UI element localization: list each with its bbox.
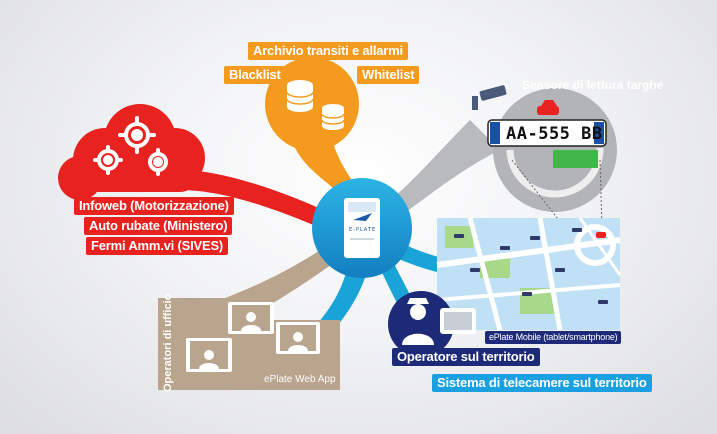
- map-car-icon: [596, 232, 606, 238]
- blacklist-label: Blacklist: [224, 66, 286, 84]
- branch-red: [180, 170, 335, 232]
- cameras-label: Sistema di telecamere sul territorio: [432, 374, 652, 392]
- web-app-label: ePlate Web App: [264, 374, 336, 385]
- branch-gray: [385, 120, 500, 220]
- license-plate: [487, 119, 607, 147]
- red-cloud: [58, 104, 205, 200]
- office-vertical-label: Operatori di ufficio: [162, 293, 174, 392]
- hub-brand-label: E-PLATE: [349, 227, 377, 233]
- mobile-label: ePlate Mobile (tablet/smartphone): [485, 331, 622, 344]
- branch-tan: [220, 240, 345, 310]
- red-item-1: Infoweb (Motorizzazione): [74, 197, 234, 215]
- sensor-title: Sensore di lettura targhe: [522, 78, 664, 92]
- office-screens-icon: [186, 302, 320, 372]
- eplate-device: [344, 198, 380, 258]
- whitelist-label: Whitelist: [357, 66, 420, 84]
- red-item-2: Auto rubate (Ministero): [84, 217, 233, 235]
- red-item-3: Fermi Amm.vi (SIVES): [86, 237, 229, 255]
- branch-teal: [300, 255, 370, 345]
- police-officer-icon: [402, 298, 434, 345]
- field-operator-label: Operatore sul territorio: [392, 348, 540, 366]
- tablet-icon: [440, 308, 476, 334]
- camera-icon: [472, 85, 507, 110]
- plate-number: AA-555 BB: [506, 124, 603, 144]
- archive-label: Archivio transiti e allarmi: [248, 42, 408, 60]
- car-icon: [537, 100, 559, 115]
